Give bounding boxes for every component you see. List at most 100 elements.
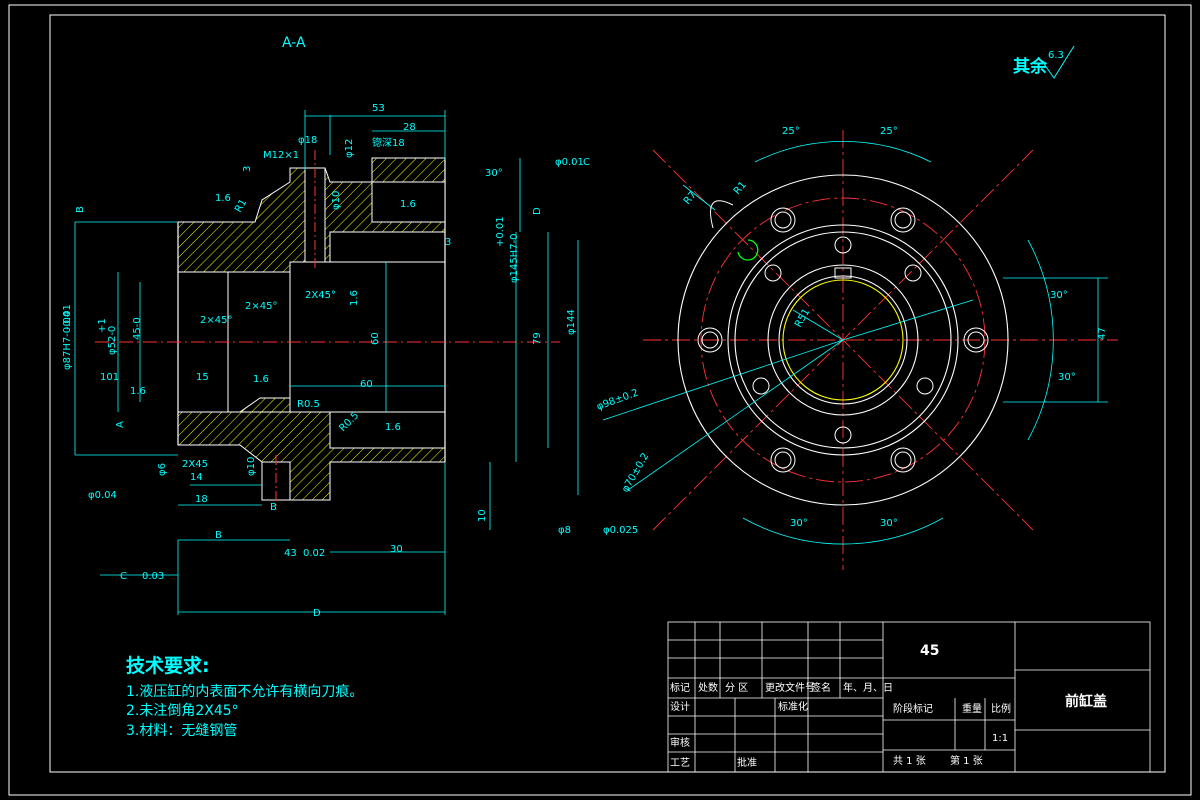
section-dimension-label: M12×1: [263, 150, 299, 161]
tech-requirements: 技术要求: 1.液压缸的内表面不允许有横向刀痕。 2.未注倒角2X45° 3.材…: [126, 654, 363, 739]
tech-title: 技术要求:: [126, 654, 210, 677]
section-dimension-label: C: [120, 571, 127, 582]
tb-scale-label: 比例: [991, 702, 1011, 715]
front-dimension-label: 30°: [790, 518, 808, 529]
section-dimension-label: φ18: [298, 135, 317, 146]
section-dimension-label: 1.6: [253, 374, 269, 385]
section-dimension-label: φ12: [344, 139, 355, 158]
small-hole: [904, 264, 922, 282]
section-dimension-label: φ0.025: [603, 525, 638, 536]
small-hole: [764, 264, 782, 282]
small-hole: [834, 236, 852, 254]
tb-approve: 批准: [737, 756, 757, 769]
bore-outer: [767, 264, 919, 416]
tb-review: 审核: [670, 736, 690, 749]
section-dimension-label: 2X45°: [305, 290, 336, 301]
section-dimension-label: 101: [100, 372, 119, 383]
section-dimension-label: 2X45: [182, 459, 208, 470]
tech-item: 1.液压缸的内表面不允许有横向刀痕。: [126, 683, 363, 700]
section-dimension-label: +1: [97, 318, 108, 333]
front-dimension-label: φ70±0.2: [620, 451, 651, 494]
small-hole: [752, 377, 770, 395]
section-dimension-label: 1.6: [349, 290, 360, 306]
tech-item: 3.材料：无缝钢管: [126, 723, 237, 739]
section-dimension-label: R1: [233, 197, 249, 214]
section-dimension-label: 锪深18: [372, 136, 405, 149]
front-dimension-label: R1: [732, 180, 749, 197]
surface-note: 其余 6.3: [1013, 45, 1075, 79]
section-dimension-label: 10: [477, 509, 488, 522]
section-dimension-label: φ144: [566, 309, 577, 335]
front-dimension-label: 25°: [782, 126, 800, 137]
front-dimension-label: 30°: [1050, 290, 1068, 301]
sheet-border-outer: [8, 4, 1192, 796]
section-dimension-label: 43: [284, 548, 297, 559]
sheet-border-inner: [49, 14, 1166, 773]
bolt-hole: [890, 447, 916, 473]
port-lug-mark: [737, 239, 759, 261]
surface-note-value: 6.3: [1048, 50, 1064, 61]
tb-row-label: 处数: [698, 681, 718, 694]
section-dimension-label: 15: [196, 372, 209, 383]
flange-step-2: [734, 231, 952, 449]
flange-outer: [677, 174, 1009, 506]
section-dimension-label: 1.6: [400, 199, 416, 210]
section-dimension-label: φ0.04: [88, 490, 117, 501]
section-dimension-label: 2×45°: [200, 315, 232, 326]
tb-part-name: 前缸盖: [1065, 693, 1107, 710]
section-dimension-label: B: [75, 206, 86, 213]
tb-standardize: 标准化: [778, 700, 808, 713]
front-outlines: [677, 174, 1009, 506]
tb-design: 设计: [670, 700, 690, 713]
tb-weight: 重量: [962, 702, 982, 715]
tb-row-label: 签名: [811, 681, 831, 694]
section-dimension-label: 45-0: [132, 317, 143, 340]
section-dimension-label: 14: [190, 472, 203, 483]
bolt-holes: [697, 207, 989, 473]
section-dimension-label: φ87H7-0.04: [62, 311, 73, 370]
section-dimension-label: 18: [195, 494, 208, 505]
front-dimension-label: 25°: [880, 126, 898, 137]
section-dimension-label: φ145H7-0: [509, 233, 520, 283]
tb-row-label: 更改文件号: [765, 681, 815, 694]
bolt-hole: [963, 327, 989, 353]
section-dimension-label: A: [115, 421, 126, 428]
section-dimension-label: 0.03: [142, 571, 164, 582]
section-dimension-label: φ0.01: [555, 157, 584, 168]
section-dim-lines: [74, 110, 579, 615]
counterbore-top: [371, 181, 446, 223]
front-dimension-label: φ98±0.2: [595, 388, 640, 413]
front-dimension-label: 47: [1097, 327, 1108, 340]
section-dimension-label: 60: [360, 379, 373, 390]
bolt-hole: [770, 207, 796, 233]
section-dimension-label: +0.01: [495, 216, 506, 247]
front-dimension-label: 30°: [1058, 372, 1076, 383]
section-dimension-label: φ6: [157, 463, 168, 476]
bore-innermost: [782, 279, 904, 401]
section-dimension-label: R0.5: [297, 399, 320, 410]
section-dimension-label: D: [313, 608, 321, 619]
bolt-hole: [697, 327, 723, 353]
section-dimension-label: 30°: [485, 168, 503, 179]
section-dimension-label: B: [270, 502, 277, 513]
section-dimension-label: R0.5: [337, 410, 361, 434]
front-dimension-texts: 25°25°R1R730°30°47R51φ98±0.2φ70±0.230°30…: [595, 126, 1108, 529]
section-dimension-label: D: [532, 207, 543, 215]
tb-process: 工艺: [670, 757, 690, 769]
section-dimension-label: 1.6: [215, 193, 231, 204]
small-hole: [834, 426, 852, 444]
tb-row-label: 年、月、日: [843, 681, 893, 694]
bore-inner: [778, 275, 908, 405]
section-dimension-label: 1.6: [130, 386, 146, 397]
tb-sheet-no: 第 1 张: [950, 754, 983, 767]
tb-stage-mark: 阶段标记: [893, 702, 933, 715]
tb-row-label: 分 区: [725, 682, 748, 694]
section-dimension-label: 1.6: [385, 422, 401, 433]
front-dimension-label: R51: [793, 307, 812, 330]
tb-material: 45: [920, 643, 939, 659]
section-dimension-label: 2×45°: [245, 301, 277, 312]
section-dimension-label: 28: [403, 122, 416, 133]
tb-row-label: 标记: [670, 682, 690, 694]
bolt-hole: [770, 447, 796, 473]
